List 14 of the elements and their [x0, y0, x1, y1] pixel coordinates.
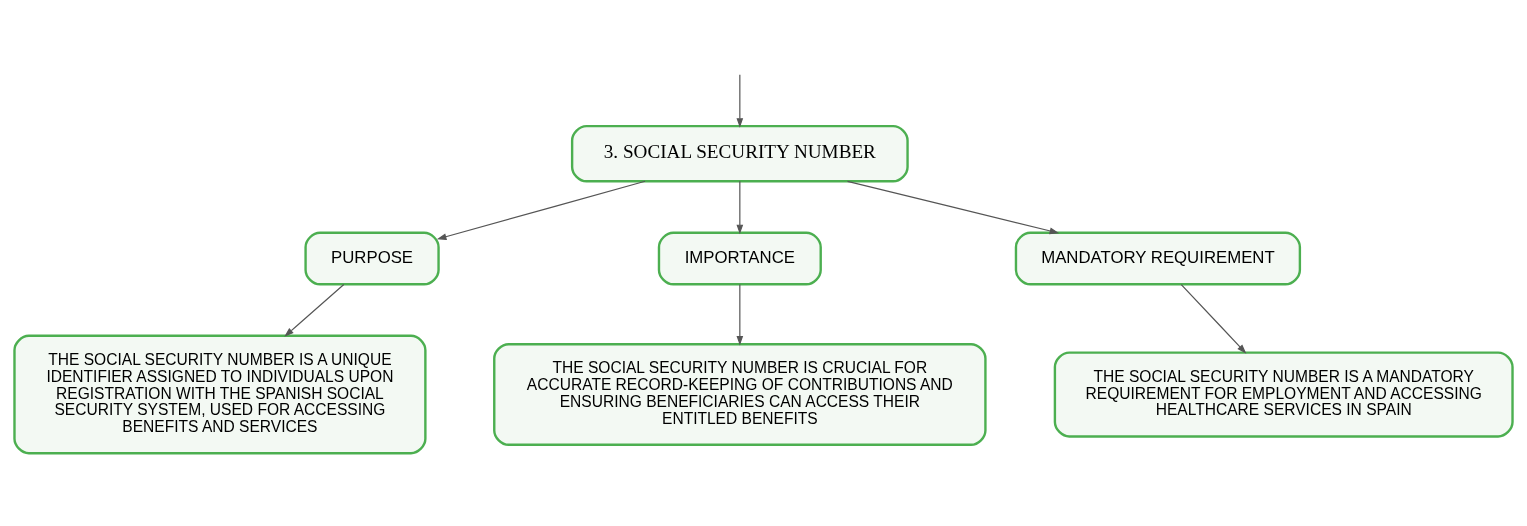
arrow — [736, 283, 744, 346]
node-box: PURPOSE — [304, 231, 440, 285]
arrow — [1180, 283, 1247, 354]
arrow — [736, 73, 744, 128]
arrow — [736, 180, 744, 234]
node-box: MANDATORY REQUIREMENT — [1014, 231, 1302, 285]
node-box: 3. SOCIAL SECURITY NUMBER — [570, 124, 909, 182]
node-box: THE SOCIAL SECURITY NUMBER IS CRUCIAL FOR ACCURATE RECORD-KEEPING OF CONTRIBUTIONS AND ENSURING BENEFICIARIES CAN ACCESS THEIR ENTITLED BENEFITS — [493, 342, 987, 446]
node-box: IMPORTANCE — [657, 231, 822, 285]
node-box: THE SOCIAL SECURITY NUMBER IS A UNIQUE IDENTIFIER ASSIGNED TO INDIVIDUALS UPON REGISTRATION WITH THE SPANISH SOCIAL SECURITY SYSTEM, USED FOR ACCESSING BENEFITS AND SERVICES — [13, 334, 427, 454]
arrow — [846, 180, 1060, 234]
arrow — [284, 283, 345, 337]
node-box: THE SOCIAL SECURITY NUMBER IS A MANDATORY REQUIREMENT FOR EMPLOYMENT AND ACCESSING HEALTHCARE SERVICES IN SPAIN — [1053, 350, 1514, 438]
arrow — [436, 180, 646, 240]
